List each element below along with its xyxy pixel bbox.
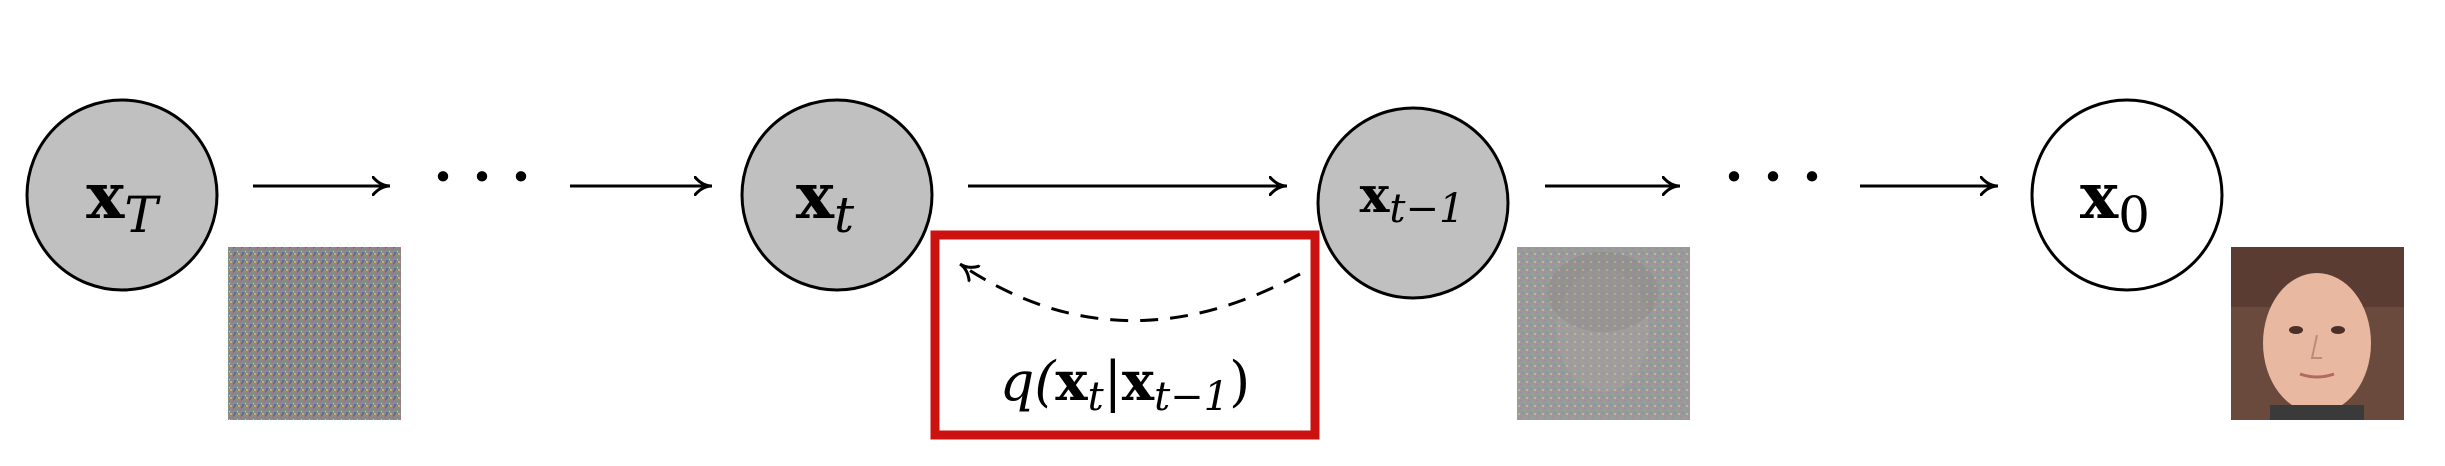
process-label: q(xt|xt−1) xyxy=(1000,349,1250,420)
node-xt: xt xyxy=(740,98,934,292)
node-xtm1-sub: t−1 xyxy=(1389,186,1464,232)
node-x0: x0 xyxy=(2030,98,2224,292)
svg-text:xt: xt xyxy=(796,159,855,244)
svg-text:xT: xT xyxy=(86,159,161,244)
node-x0-circle xyxy=(2030,98,2224,292)
node-xt-circle xyxy=(740,98,934,292)
node-xtm1-base: x xyxy=(1360,165,1391,224)
noisy-face-image xyxy=(1517,247,1690,420)
node-xt-base: x xyxy=(796,159,835,234)
node-xtm1-circle xyxy=(1316,106,1510,300)
node-xT-circle xyxy=(25,98,219,292)
node-xt-sub: t xyxy=(834,186,855,244)
node-xT: xT xyxy=(25,98,219,292)
pure-noise-image xyxy=(228,247,401,420)
node-x0-sub: 0 xyxy=(2118,186,2150,244)
process-label-prefix: q( xyxy=(1000,350,1058,413)
dashed-arrow-xtm1-to-xt xyxy=(960,264,1301,322)
ellipsis-left: · · · xyxy=(433,144,530,210)
svg-text:x0: x0 xyxy=(2080,159,2150,244)
node-xT-sub: T xyxy=(124,186,161,244)
highlight-frame xyxy=(930,230,1320,440)
forward-process-box: q(xt|xt−1) xyxy=(930,230,1320,440)
ellipsis-right: · · · xyxy=(1724,144,1821,210)
node-x0-base: x xyxy=(2080,159,2119,234)
clean-face-image xyxy=(2231,247,2404,420)
node-xT-base: x xyxy=(86,159,125,234)
svg-text:xt−1: xt−1 xyxy=(1360,165,1465,232)
node-xtm1: xt−1 xyxy=(1316,106,1510,300)
